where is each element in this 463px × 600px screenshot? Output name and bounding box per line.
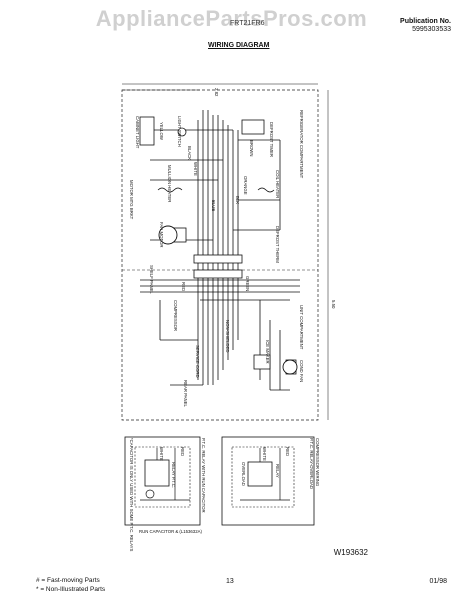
inset-right-relay: RELAY xyxy=(275,464,280,478)
wire-label-orange: ORANGE xyxy=(243,176,248,195)
publication-date: 01/98 xyxy=(429,578,447,585)
label-rear-panel: REAR PANEL xyxy=(183,380,188,408)
mullion-heater-symbol xyxy=(157,187,183,193)
dim-top: 2.82 xyxy=(214,88,219,97)
wire-label-red: RED xyxy=(181,282,186,291)
diagram-code: W193632 xyxy=(333,548,368,557)
legend-fast-moving: # = Fast-moving Parts xyxy=(36,577,100,584)
inset-left-wire-white: WHITE xyxy=(159,447,164,461)
cond-fan-symbol xyxy=(282,359,298,375)
inset-left-note: *CAPACITOR IS ONLY USED WITH SOME P.T.C.… xyxy=(129,438,134,552)
label-service-cord: SERVICE CORD xyxy=(195,345,200,378)
inset-compressor-wiring: COMPRESSOR WIRING P.T.C. RELAY-OVERLOAD … xyxy=(221,436,320,526)
inset-right-wire-red: RED xyxy=(285,447,290,456)
fan-motor-symbol xyxy=(158,225,178,245)
legend-non-illustrated: * = Non-Illustrated Parts xyxy=(36,586,106,593)
label-cond-fan: COND FAN xyxy=(299,360,304,382)
wire-label-white: WHITE xyxy=(193,162,198,176)
label-coil-heater: COIL HEATER xyxy=(275,170,280,198)
label-non-shielded: NON-SHIELDED xyxy=(225,320,230,352)
harness-connector-upper xyxy=(193,254,243,264)
inset-right-subtitle: P.T.C. RELAY-OVERLOAD xyxy=(309,438,314,489)
inset-right-title: COMPRESSOR WIRING xyxy=(315,438,320,487)
model-number: FRT21FR6 xyxy=(230,20,265,27)
compressor-relay-box xyxy=(247,461,273,487)
wire-label-brown: BROWN xyxy=(249,140,254,156)
publication-number: 5995303533 xyxy=(412,26,451,33)
label-motor-mtg-bracket: MOTOR MTG BRKT xyxy=(129,180,134,220)
page-number: 13 xyxy=(226,578,234,585)
label-unit-compartment: UNIT COMPARTMENT xyxy=(299,305,304,350)
inset-left-caption: RUN CAPACITOR & (L153632A) xyxy=(139,529,202,534)
inset-ptc-relay-run-capacitor: P.T.C. RELAY WITH RUN CAPACITOR *CAPACIT… xyxy=(124,436,206,552)
inset-left-component: RELAY P.T.C. xyxy=(171,462,176,488)
ptc-relay-box xyxy=(144,459,170,487)
light-switch-symbol xyxy=(177,127,187,137)
wire-label-black: BLACK xyxy=(187,146,192,160)
label-refrigerator-compartment: REFRIGERATOR COMPARTMENT xyxy=(299,110,304,179)
wire-label-green: GREEN xyxy=(245,276,250,291)
cabinet-light-body xyxy=(139,116,155,146)
coil-heater-symbol xyxy=(257,187,275,193)
site-watermark: AppliancePartsPros.com xyxy=(95,6,368,31)
label-compressor: COMPRESSOR xyxy=(173,300,178,331)
wire-label-blue: BLUE xyxy=(211,200,216,211)
label-defrost-timer: DEFROST TIMER xyxy=(269,122,274,157)
label-ice-maker: ICE MAKER xyxy=(265,340,270,364)
page-title: WIRING DIAGRAM xyxy=(208,42,270,49)
inset-left-title: P.T.C. RELAY WITH RUN CAPACITOR xyxy=(201,438,206,513)
wire-label-blk: BLK xyxy=(235,196,240,204)
label-mullion-heater: MULLION HEATER xyxy=(167,165,172,202)
dim-right: 5.50 xyxy=(331,300,336,309)
cabinet-outline xyxy=(121,89,319,421)
inset-left-wire-red: RED xyxy=(180,447,185,456)
inset-right-component: OVERLOAD xyxy=(241,462,246,486)
harness-connector-lower xyxy=(193,269,243,279)
ice-maker-body xyxy=(253,354,271,370)
label-shelf-panel: SHELF PANEL xyxy=(149,265,154,294)
label-cabinet-light: CABINET LIGHT xyxy=(135,116,140,149)
defrost-timer-body xyxy=(241,119,265,135)
wire-label-yellow: YELLOW xyxy=(159,122,164,141)
label-fan-motor: FAN MOTOR xyxy=(159,222,164,247)
label-defrost-thermostat: DEFROST THERM xyxy=(275,226,280,263)
inset-right-wire-white: WHITE xyxy=(262,447,267,461)
publication-label: Publication No. xyxy=(400,18,451,25)
label-light-switch: LIGHT SWITCH xyxy=(177,116,182,147)
wire-harness xyxy=(140,110,300,391)
run-capacitor-symbol xyxy=(145,489,155,499)
